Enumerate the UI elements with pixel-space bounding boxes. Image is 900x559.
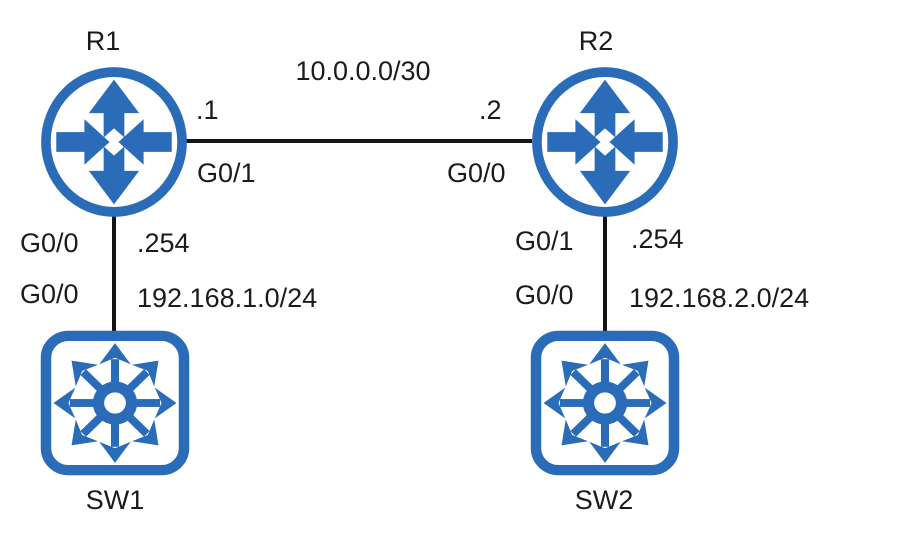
router-icon-r2 xyxy=(531,66,679,218)
wan-r1-if-label: G0/1 xyxy=(197,158,256,188)
lan1-r1-ip-label: .254 xyxy=(137,228,190,258)
lan2-sw-if-label: G0/0 xyxy=(515,280,574,310)
wan-r2-if-label: G0/0 xyxy=(447,158,506,188)
lan1-sw-if-label: G0/0 xyxy=(20,279,79,309)
device-label-r1: R1 xyxy=(85,26,121,56)
lan2-r2-ip-label: .254 xyxy=(631,224,684,254)
lan1-r1-if-label: G0/0 xyxy=(20,228,79,258)
lan1-subnet-label: 192.168.1.0/24 xyxy=(137,283,318,313)
wan-link-line xyxy=(186,139,532,143)
device-label-r2: R2 xyxy=(578,26,614,56)
wan-r2-ip-label: .2 xyxy=(479,95,502,125)
lan2-r2-if-label: G0/1 xyxy=(515,226,574,256)
device-label-sw1: SW1 xyxy=(85,485,145,515)
lan2-subnet-label: 192.168.2.0/24 xyxy=(629,283,810,313)
wan-subnet-label: 10.0.0.0/30 xyxy=(295,56,431,86)
lan2-link-line xyxy=(603,216,607,332)
lan1-link-line xyxy=(112,216,116,332)
router-icon-r1 xyxy=(40,66,188,218)
wan-r1-ip-label: .1 xyxy=(196,95,219,125)
switch-icon-sw1 xyxy=(40,330,190,476)
switch-icon-sw2 xyxy=(530,330,680,476)
device-label-sw2: SW2 xyxy=(574,485,634,515)
